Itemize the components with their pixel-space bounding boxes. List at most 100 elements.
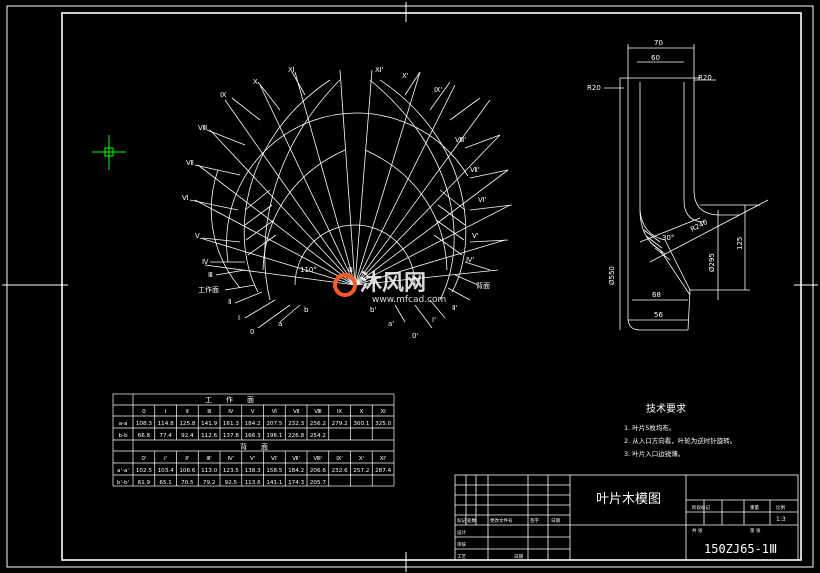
table-cell: 161.3: [223, 421, 239, 427]
crosshair-cursor-icon: [92, 135, 126, 170]
tb-label-mark: 标记: [457, 517, 466, 524]
table-col-header-back: Ⅸ': [336, 456, 343, 462]
tb-weight: 重量: [750, 504, 759, 511]
tech-requirements-heading: 技术要求: [646, 402, 686, 415]
label-xi-right: Ⅺ': [375, 66, 384, 74]
table-cell: 196.1: [266, 433, 282, 439]
tb-approve-date: 日期: [514, 554, 523, 560]
table-col-header: Ⅷ: [314, 409, 321, 415]
table-cell: 114.8: [158, 421, 174, 427]
mfcad-watermark-logo: 沐风网 www.mfcad.com: [333, 271, 446, 305]
label-iii-right: Ⅲ: [348, 266, 353, 274]
dim-radius-mid: R240: [689, 218, 709, 234]
tech-requirement-1: 1. 叶片5枚均布。: [624, 423, 675, 432]
table-cell: 108.3: [136, 421, 152, 427]
table-cell: 106.6: [179, 468, 195, 474]
table-cell: 61.9: [138, 480, 151, 486]
table-col-header-back: Ⅷ': [313, 456, 322, 462]
label-viii-right: Ⅷ': [455, 136, 466, 144]
label-0-right: 0': [412, 332, 418, 340]
table-cell: 232.3: [288, 421, 304, 427]
tech-requirements: 技术要求 1. 叶片5枚均布。 2. 从入口方向看，叶轮为逆时针旋转。 3. 叶…: [624, 402, 736, 458]
coordinate-table: [112, 393, 395, 487]
table-cell: 325.0: [375, 421, 391, 427]
table-cell: 300.1: [353, 421, 369, 427]
table-cell: 92.4: [181, 433, 194, 439]
table-cell: 232.6: [332, 468, 348, 474]
table-col-header-back: Ⅱ': [185, 456, 189, 462]
table-cell: 113.0: [201, 468, 217, 474]
label-working-face: 工作面: [198, 285, 219, 294]
table-col-header: Ⅺ: [381, 409, 386, 415]
table-col-header-back: Ⅵ': [271, 456, 278, 462]
watermark-url: www.mfcad.com: [372, 295, 446, 305]
table-col-header: Ⅱ: [186, 409, 189, 415]
title-block: [454, 474, 799, 561]
label-vii-left: Ⅶ: [186, 159, 194, 167]
table-col-header-back: Ⅺ': [380, 456, 387, 462]
tech-requirement-3: 3. 叶片入口边锐薄。: [624, 449, 684, 458]
table-back-title: 背 面: [240, 442, 268, 451]
table-col-header: Ⅵ: [272, 409, 277, 415]
dim-bottom-width-1: 68: [652, 291, 661, 299]
table-cell: 166.3: [245, 433, 261, 439]
title-block-text: 叶片木模图 150ZJ65-1Ⅲ 1:3 标记 处数 更改文件号 签字 日期 设…: [457, 492, 786, 560]
section-dimension-labels: 70 60 R20 R20 R240 30° 125 Ø295 Ø550 68 …: [587, 39, 744, 319]
table-col-header-back: Ⅰ': [164, 456, 167, 462]
tb-label-count: 处数: [467, 517, 476, 524]
table-cell: 102.5: [136, 468, 152, 474]
table-cell: 79.2: [203, 480, 215, 486]
tb-stage-mark: 阶段标记: [692, 504, 710, 511]
table-cell: 125.8: [179, 421, 195, 427]
watermark-text: 沐风网: [360, 271, 426, 296]
tb-label-change: 更改文件号: [490, 517, 513, 524]
tb-sheet-number: 第 张: [750, 527, 761, 534]
table-col-header: Ⅴ: [251, 409, 255, 415]
label-iv-left: Ⅳ: [202, 258, 209, 266]
tb-label-review: 审核: [457, 541, 466, 548]
label-back-face: 背面: [476, 281, 490, 290]
table-col-header-back: Ⅲ': [206, 456, 211, 462]
label-vi-left: Ⅵ: [182, 194, 188, 202]
dim-dia-inner: Ø295: [708, 253, 716, 272]
dim-top-inner: 60: [651, 54, 660, 62]
label-iii-left: Ⅲ: [208, 271, 213, 279]
label-ix-right: Ⅸ': [434, 86, 442, 94]
label-ii-left: Ⅱ: [228, 298, 231, 306]
table-row-label: b'-b': [117, 480, 129, 486]
table-cell: 279.2: [332, 421, 348, 427]
label-0-left: 0: [250, 328, 254, 336]
label-viii-left: Ⅷ: [198, 124, 207, 132]
table-col-header-back: Ⅹ': [359, 456, 364, 462]
dim-dia-outer: Ø550: [608, 266, 616, 285]
dim-top-outer: 70: [654, 39, 663, 47]
drawing-title: 叶片木模图: [596, 492, 661, 507]
table-col-header-back: Ⅶ': [292, 456, 300, 462]
table-working-title: 工 作 面: [205, 395, 254, 404]
table-cell: 207.5: [266, 421, 282, 427]
label-a-left: a: [278, 320, 282, 328]
table-cell: 141.9: [201, 421, 217, 427]
table-cell: 103.4: [158, 468, 174, 474]
blade-plan-view: [189, 69, 513, 329]
dim-bottom-width-2: 56: [654, 311, 663, 319]
table-cell: 184.2: [245, 421, 261, 427]
dim-angle: 30°: [662, 234, 674, 242]
table-cell: 123.5: [223, 468, 239, 474]
table-col-header: Ⅰ: [165, 409, 167, 415]
blade-section-view: [604, 44, 769, 331]
dim-radius-right: R20: [698, 74, 712, 82]
table-cell: 226.8: [288, 433, 304, 439]
table-row-label: b-b: [118, 433, 128, 439]
tb-label-date: 日期: [551, 518, 560, 524]
tb-label-design: 设计: [457, 529, 466, 536]
dim-height: 125: [736, 237, 744, 250]
table-cell: 137.8: [223, 433, 239, 439]
table-col-header-back: Ⅳ': [228, 456, 235, 462]
label-x-right: Ⅹ': [402, 72, 409, 80]
table-col-header: Ⅳ: [228, 409, 234, 415]
table-cell: 77.4: [159, 433, 172, 439]
table-row-label: a-a: [119, 421, 128, 427]
